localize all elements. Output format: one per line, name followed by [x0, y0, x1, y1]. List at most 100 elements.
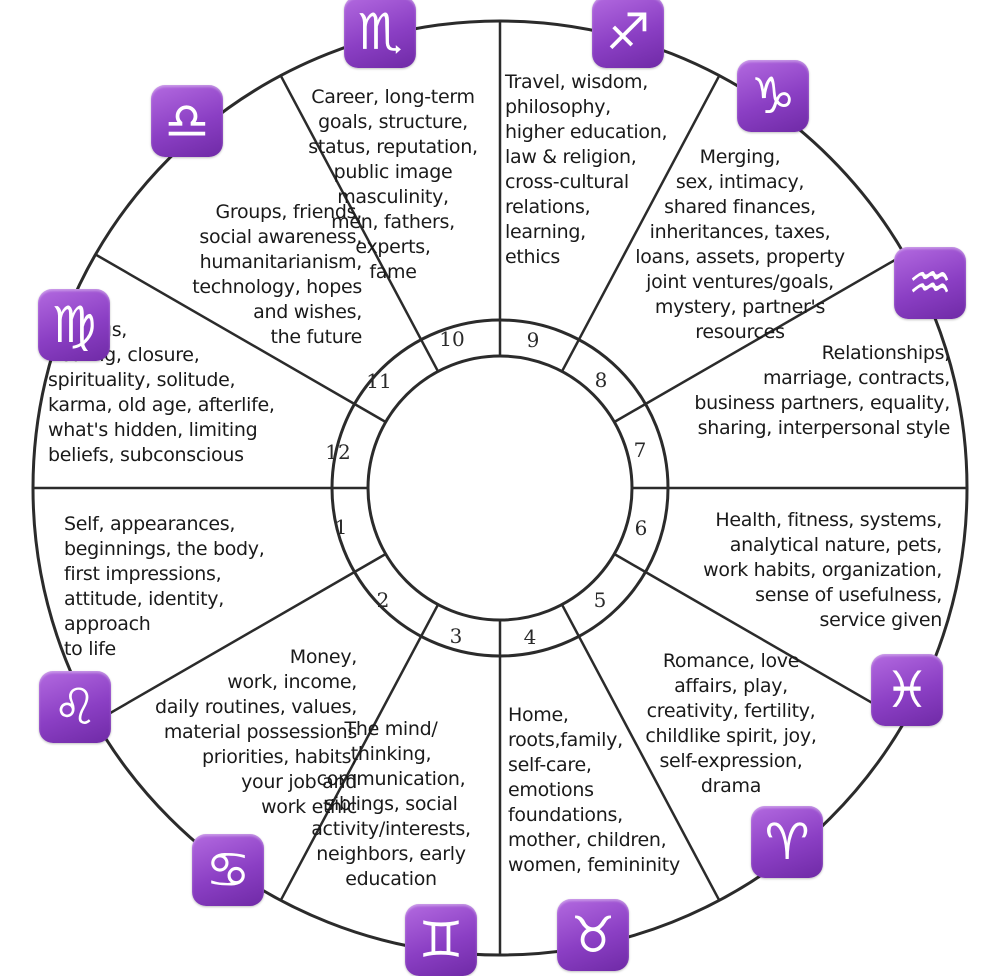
description-line: sharing, interpersonal style	[697, 417, 951, 439]
virgo-icon: ♍	[38, 289, 110, 361]
house-9-description: Travel, wisdom,philosophy,higher educati…	[505, 70, 667, 270]
capricorn-icon: ♑	[737, 60, 809, 132]
description-line: experts,	[355, 236, 431, 258]
house-6-description: Health, fitness, systems, analytical natu…	[676, 508, 942, 633]
description-line: approach	[64, 613, 151, 635]
description-line: joint ventures/goals,	[646, 271, 834, 293]
house-divider	[94, 570, 356, 723]
description-line: Health, fitness, systems,	[715, 509, 942, 531]
description-line: loans, assets, property	[635, 246, 845, 268]
description-line: beginnings, the body,	[64, 538, 265, 560]
description-line: karma, old age, afterlife,	[48, 394, 275, 416]
description-line: work habits, organization,	[703, 559, 942, 581]
description-line: education	[345, 868, 437, 890]
house-number-7: 7	[633, 438, 647, 462]
description-line: technology, hopes	[192, 276, 362, 298]
ring-divider	[613, 402, 647, 424]
description-line: siblings, social	[324, 793, 458, 815]
ring-divider	[353, 552, 387, 574]
gemini-icon: ♊	[405, 904, 477, 976]
description-line: mystery, partner's	[654, 296, 826, 318]
house-number-8: 8	[594, 368, 608, 392]
description-line: mother, children,	[508, 829, 667, 851]
house-number-11: 11	[366, 369, 392, 393]
house-number-10: 10	[439, 327, 465, 351]
description-line: learning,	[505, 221, 586, 243]
description-line: resources	[695, 321, 785, 343]
house-2-description: Money, work, income, daily routines, value…	[112, 645, 357, 820]
description-line: emotions	[508, 779, 594, 801]
description-line: Self, appearances,	[64, 513, 236, 535]
description-line: work ethic	[261, 796, 357, 818]
description-line: ethics	[505, 246, 561, 268]
ring-divider	[560, 603, 580, 637]
description-line: public image	[333, 161, 453, 183]
house-divider	[94, 253, 356, 406]
description-line: law & religion,	[505, 146, 637, 168]
house-number-6: 6	[634, 516, 648, 540]
description-line: beliefs, subconscious	[48, 444, 244, 466]
description-line: first impressions,	[64, 563, 222, 585]
ring-divider	[353, 402, 387, 424]
description-line: cross-cultural	[505, 171, 629, 193]
description-line: spirituality, solitude,	[48, 369, 236, 391]
ring-divider	[560, 339, 580, 373]
description-line: to life	[64, 638, 116, 660]
aries-icon: ♈	[751, 806, 823, 878]
ring-divider	[420, 603, 440, 637]
description-line: humanitarianism,	[199, 251, 363, 273]
description-line: and wishes,	[253, 301, 362, 323]
scorpio-icon: ♏	[344, 0, 416, 68]
description-line: activity/interests,	[311, 818, 471, 840]
description-line: masculinity,	[337, 186, 449, 208]
house-dividers	[33, 21, 967, 955]
description-line: thinking,	[350, 743, 432, 765]
description-line: Career, long-term	[311, 86, 475, 108]
aquarius-icon: ♒	[894, 247, 966, 319]
house-divider	[577, 75, 721, 341]
description-line: women, femininity	[508, 854, 680, 876]
description-line: daily routines, values,	[155, 696, 357, 718]
description-line: neighbors, early	[316, 843, 466, 865]
description-line: inheritances, taxes,	[649, 221, 831, 243]
taurus-icon: ♉	[557, 899, 629, 971]
house-number-4: 4	[523, 625, 537, 649]
description-line: childlike spirit, joy,	[645, 725, 817, 747]
description-line: what's hidden, limiting	[48, 419, 258, 441]
description-line: philosophy,	[505, 96, 611, 118]
description-line: fame	[369, 261, 417, 283]
description-line: attitude, identity,	[64, 588, 224, 610]
house-divider	[577, 635, 721, 901]
description-line: affairs, play,	[674, 675, 788, 697]
description-line: material possessions	[163, 721, 357, 743]
house-number-9: 9	[526, 328, 540, 352]
description-line: higher education,	[505, 121, 668, 143]
description-line: creativity, fertility,	[646, 700, 816, 722]
house-number-2: 2	[376, 588, 390, 612]
cancer-icon: ♋	[192, 834, 264, 906]
description-line: men, fathers,	[331, 211, 455, 233]
description-line: your job and	[241, 771, 357, 793]
description-line: priorities, habits,	[202, 746, 357, 768]
description-line: marriage, contracts,	[762, 367, 950, 389]
house-1-description: Self, appearances, beginnings, the body, f…	[64, 512, 265, 662]
house-7-description: Relationships,marriage, contracts,busine…	[676, 341, 950, 441]
description-line: social awareness,	[199, 226, 362, 248]
house-5-description: Romance, love affairs, play, creativity, f…	[600, 649, 862, 799]
description-line: service given	[819, 609, 942, 631]
ring-divider	[420, 339, 440, 373]
description-line: Relationships,	[821, 342, 951, 364]
house-8-description: Merging,sex, intimacy,shared finances,in…	[610, 145, 870, 345]
house-number-3: 3	[449, 624, 463, 648]
description-line: work, income,	[227, 671, 357, 693]
description-line: Romance, love	[662, 650, 800, 672]
description-line: Money,	[289, 646, 358, 668]
description-line: sense of usefulness,	[755, 584, 942, 606]
description-line: analytical nature, pets,	[729, 534, 943, 556]
description-line: The mind/	[344, 718, 438, 740]
house-divider	[279, 75, 423, 341]
house-divider	[644, 570, 906, 723]
sagittarius-icon: ♐	[592, 0, 664, 68]
